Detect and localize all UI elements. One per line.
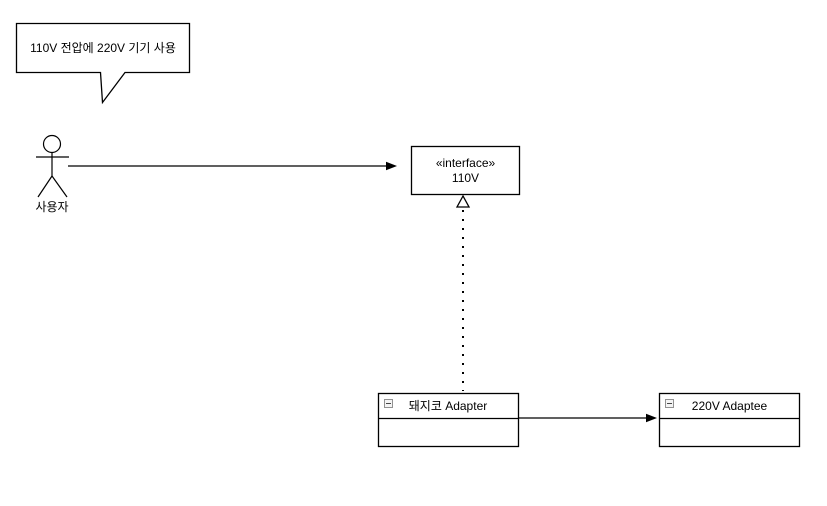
note-text: 110V 전압에 220V 기기 사용 — [30, 40, 176, 55]
edge-actor-to-interface[interactable] — [68, 161, 397, 171]
adapter-box-outline — [377, 392, 520, 448]
adaptee-box-outline — [658, 392, 801, 448]
interface-name: 110V — [451, 170, 480, 185]
interface-box-label: «interface» 110V — [411, 146, 520, 195]
actor-head — [42, 134, 62, 154]
adaptee-box[interactable] — [658, 392, 801, 448]
actor-label: 사용자 — [35, 199, 69, 214]
collapse-minus-icon[interactable] — [665, 399, 674, 408]
edge-adapter-to-adaptee[interactable] — [518, 413, 658, 423]
actor-figure[interactable] — [36, 134, 69, 198]
adaptee-box-title: 220V Adaptee — [691, 398, 768, 413]
arrowhead-hollow-triangle — [455, 194, 471, 208]
note-bubble[interactable] — [15, 22, 191, 105]
actor-left-leg — [37, 175, 53, 198]
adapter-box-title: 돼지코 Adapter — [408, 398, 488, 413]
adapter-box[interactable] — [377, 392, 520, 448]
interface-box[interactable] — [410, 145, 521, 196]
arrowhead-filled — [386, 161, 397, 171]
edge-realization-adapter-to-interface[interactable] — [455, 194, 471, 391]
actor-right-leg — [51, 175, 68, 198]
interface-stereotype: «interface» — [435, 155, 496, 170]
collapse-minus-icon[interactable] — [384, 399, 393, 408]
arrowhead-filled — [646, 413, 657, 423]
